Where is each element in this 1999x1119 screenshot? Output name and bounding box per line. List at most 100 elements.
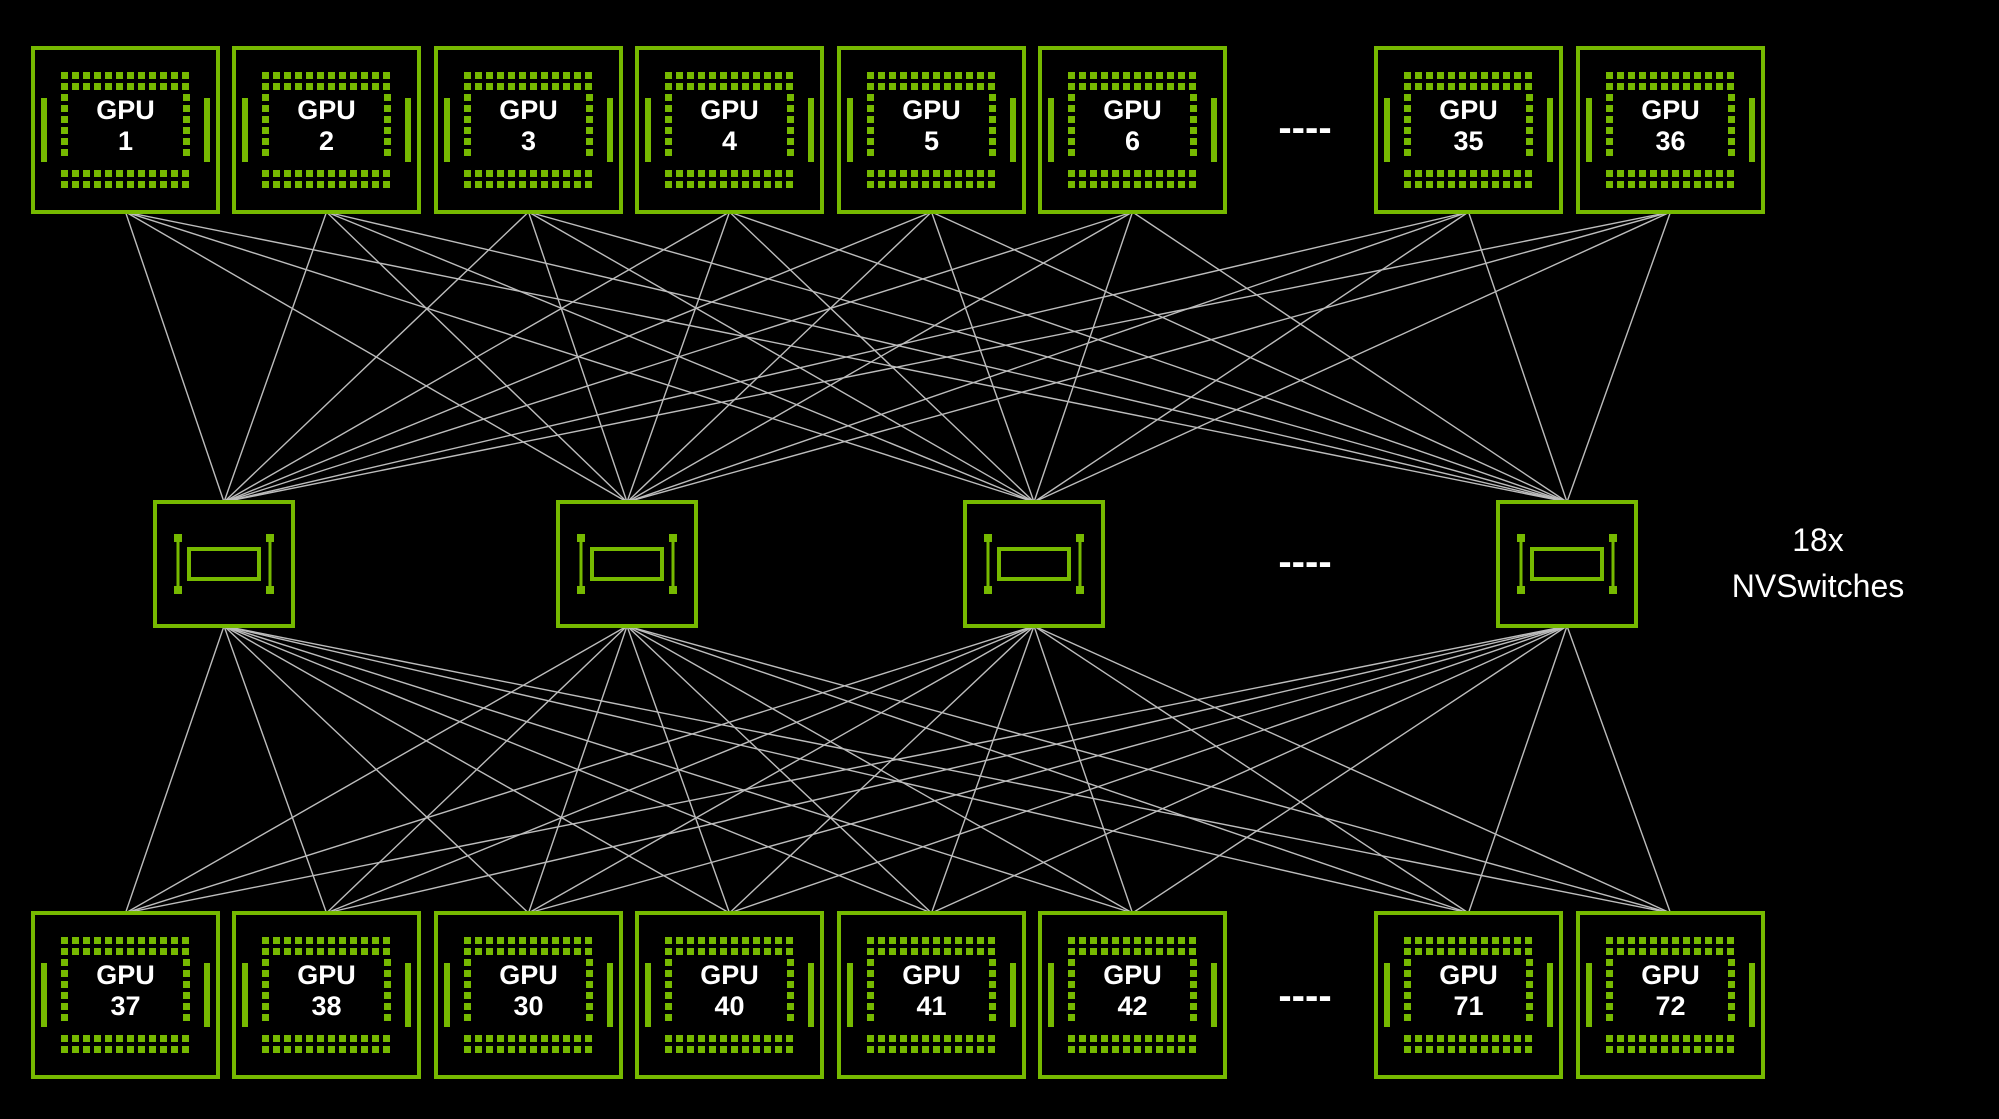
nvlink-line <box>223 211 529 503</box>
nvswitch-row <box>153 500 1638 628</box>
nvlink-line <box>1033 625 1469 914</box>
nvlink-line <box>223 625 1133 914</box>
nvlink-line <box>223 211 932 503</box>
nvlink-line <box>528 211 1035 503</box>
gpu-chip-icon <box>434 46 623 214</box>
switch-type-caption: NVSwitches <box>1732 568 1905 604</box>
nvlink-line <box>729 211 1035 503</box>
gpu-label: GPU <box>700 960 759 990</box>
gpu-label: GPU <box>96 95 155 125</box>
nvlink-line <box>1033 625 1134 914</box>
nvlink-line <box>1132 211 1568 503</box>
gpu-chip-icon <box>232 46 421 214</box>
gpu-number: 71 <box>1453 991 1483 1021</box>
gpu-label: GPU <box>297 960 356 990</box>
nvlink-line <box>223 211 1671 503</box>
gpu-number: 2 <box>319 126 334 156</box>
nvswitch-icon <box>556 500 698 628</box>
nvlink-line <box>930 211 1035 503</box>
nvlink-line <box>626 625 1671 914</box>
nvlink-line <box>626 211 1469 503</box>
gpu-chip-icon <box>1374 46 1563 214</box>
nvswitch-2 <box>556 500 698 628</box>
nvswitch-icon <box>153 500 295 628</box>
nvlink-line <box>1033 625 1671 914</box>
nvlink-line <box>223 625 1671 914</box>
gpu-label: GPU <box>1641 960 1700 990</box>
gpu-chip-icon <box>31 46 220 214</box>
gpu-number: 42 <box>1117 991 1147 1021</box>
gpu-number: 72 <box>1655 991 1685 1021</box>
gpu-chip-icon <box>31 911 220 1079</box>
gpu-label: GPU <box>96 960 155 990</box>
nvlink-line <box>223 211 328 503</box>
gpu-number: 6 <box>1125 126 1140 156</box>
nvlink-line <box>223 625 932 914</box>
nvlink-line <box>223 625 1469 914</box>
link-lines <box>124 211 1672 914</box>
gpu-label: GPU <box>1439 95 1498 125</box>
nvlink-line <box>223 625 328 914</box>
gpu-chip-icon <box>1038 911 1227 1079</box>
nvlink-line <box>626 211 932 503</box>
nvlink-line <box>223 625 730 914</box>
gpu-chip-icon <box>232 911 421 1079</box>
gpu-chip-icon <box>837 46 1026 214</box>
gpu-chip-icon <box>1374 911 1563 1079</box>
nvswitch-1 <box>153 500 295 628</box>
nvlink-line <box>1033 211 1134 503</box>
gpu-number: 3 <box>521 126 536 156</box>
gpu-number: 4 <box>722 126 737 156</box>
gpu-chip-icon <box>1576 911 1765 1079</box>
nvswitch-icon <box>963 500 1105 628</box>
gpu-label: GPU <box>1103 960 1162 990</box>
gpu-label: GPU <box>1439 960 1498 990</box>
gpu-number: 37 <box>110 991 140 1021</box>
nvlink-line <box>223 625 529 914</box>
nvlink-line <box>626 211 1133 503</box>
gpu-label: GPU <box>1641 95 1700 125</box>
gpu-chip-icon <box>635 911 824 1079</box>
gpu-number: 41 <box>916 991 946 1021</box>
nvlink-line <box>626 211 1671 503</box>
switch-row-ellipsis: ---- <box>1278 540 1331 584</box>
bottom-row-ellipsis: ---- <box>1278 974 1331 1018</box>
nvlink-line <box>626 625 1469 914</box>
nvswitch-4 <box>1496 500 1638 628</box>
gpu-chip-icon <box>837 911 1026 1079</box>
nvlink-line <box>626 625 1133 914</box>
gpu-label: GPU <box>1103 95 1162 125</box>
nvlink-line <box>729 625 1035 914</box>
nvlink-line <box>931 625 1568 914</box>
nvlink-line <box>223 211 1133 503</box>
gpu-label: GPU <box>902 960 961 990</box>
nvlink-line <box>1566 211 1672 503</box>
gpu-chip-icon <box>434 911 623 1079</box>
nvswitch-icon <box>1496 500 1638 628</box>
nvswitch-3 <box>963 500 1105 628</box>
gpu-label: GPU <box>700 95 759 125</box>
nvlink-line <box>223 211 730 503</box>
nvlink-line <box>931 211 1568 503</box>
gpu-number: 1 <box>118 126 133 156</box>
nvlink-line <box>626 625 932 914</box>
nvlink-line <box>1566 625 1672 914</box>
gpu-number: 5 <box>924 126 939 156</box>
gpu-number: 35 <box>1453 126 1483 156</box>
switch-count-caption: 18x <box>1792 522 1844 558</box>
